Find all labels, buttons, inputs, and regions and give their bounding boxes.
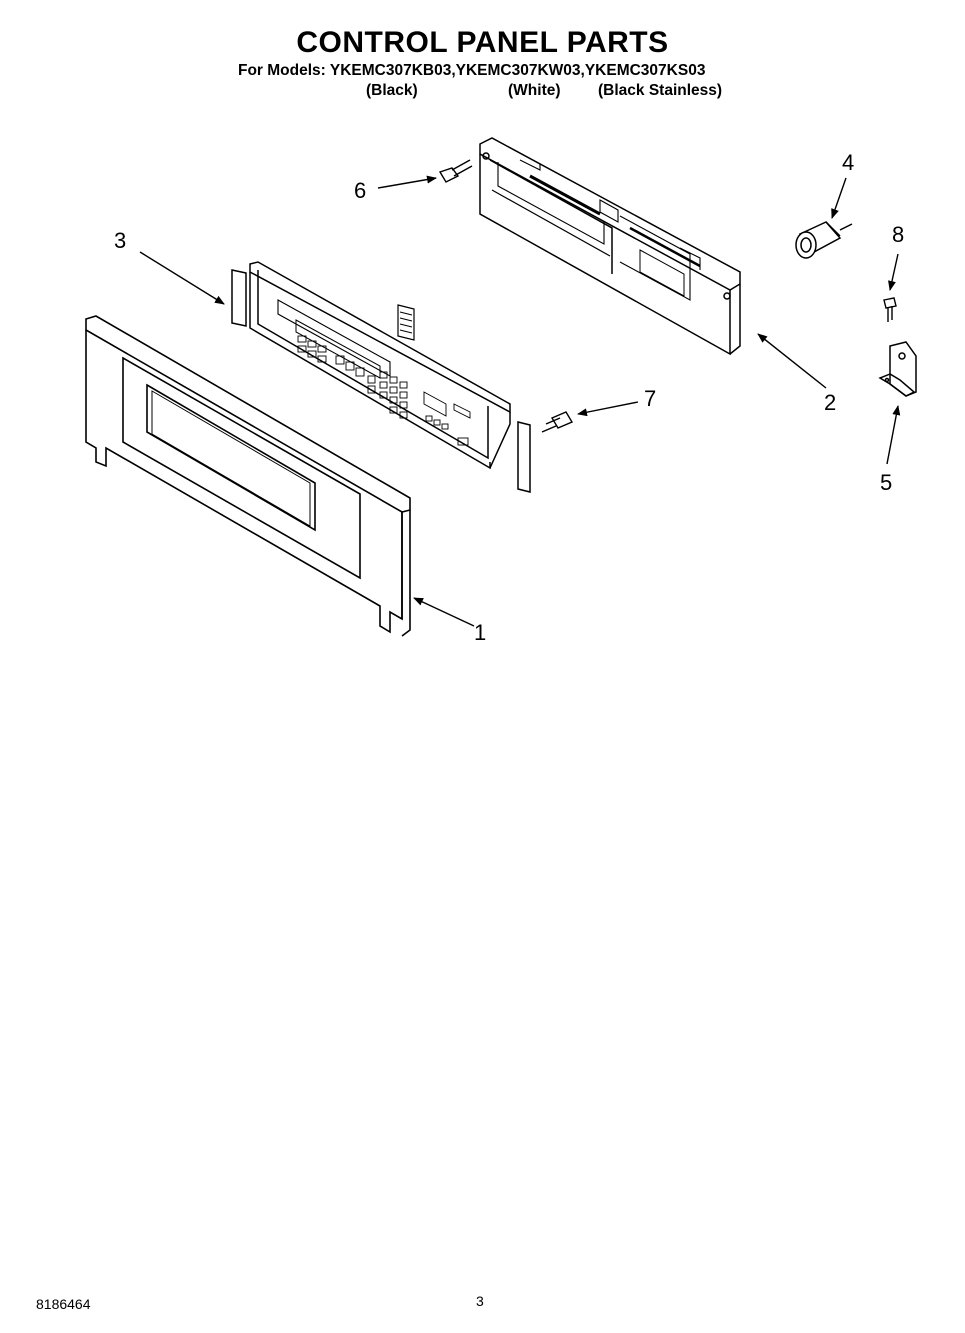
models-line: For Models: YKEMC307KB03,YKEMC307KW03,YK… xyxy=(238,62,706,79)
variant-white: (White) xyxy=(508,82,561,99)
callout-5: 5 xyxy=(880,470,892,495)
page-title: CONTROL PANEL PARTS xyxy=(296,26,669,59)
variant-black: (Black) xyxy=(366,82,418,99)
document-number: 8186464 xyxy=(36,1296,91,1312)
part-6-screw xyxy=(438,159,473,183)
part-5-bracket xyxy=(878,341,917,397)
part-8-screw xyxy=(883,297,897,322)
part-4-motor xyxy=(795,221,853,259)
callout-8: 8 xyxy=(892,222,904,247)
part-1-trim-frame xyxy=(85,315,411,637)
callout-4: 4 xyxy=(842,150,854,175)
page-number: 3 xyxy=(476,1293,484,1309)
part-2-control-housing xyxy=(479,137,741,356)
callout-7: 7 xyxy=(644,386,656,411)
variant-black-stainless: (Black Stainless) xyxy=(598,82,723,99)
part-7-screw xyxy=(541,411,574,433)
part-3-control-panel xyxy=(231,261,531,493)
callout-3: 3 xyxy=(114,228,126,253)
callout-6: 6 xyxy=(354,178,366,203)
callout-2: 2 xyxy=(824,390,836,415)
leader-lines xyxy=(139,175,901,627)
callout-1: 1 xyxy=(474,620,486,645)
